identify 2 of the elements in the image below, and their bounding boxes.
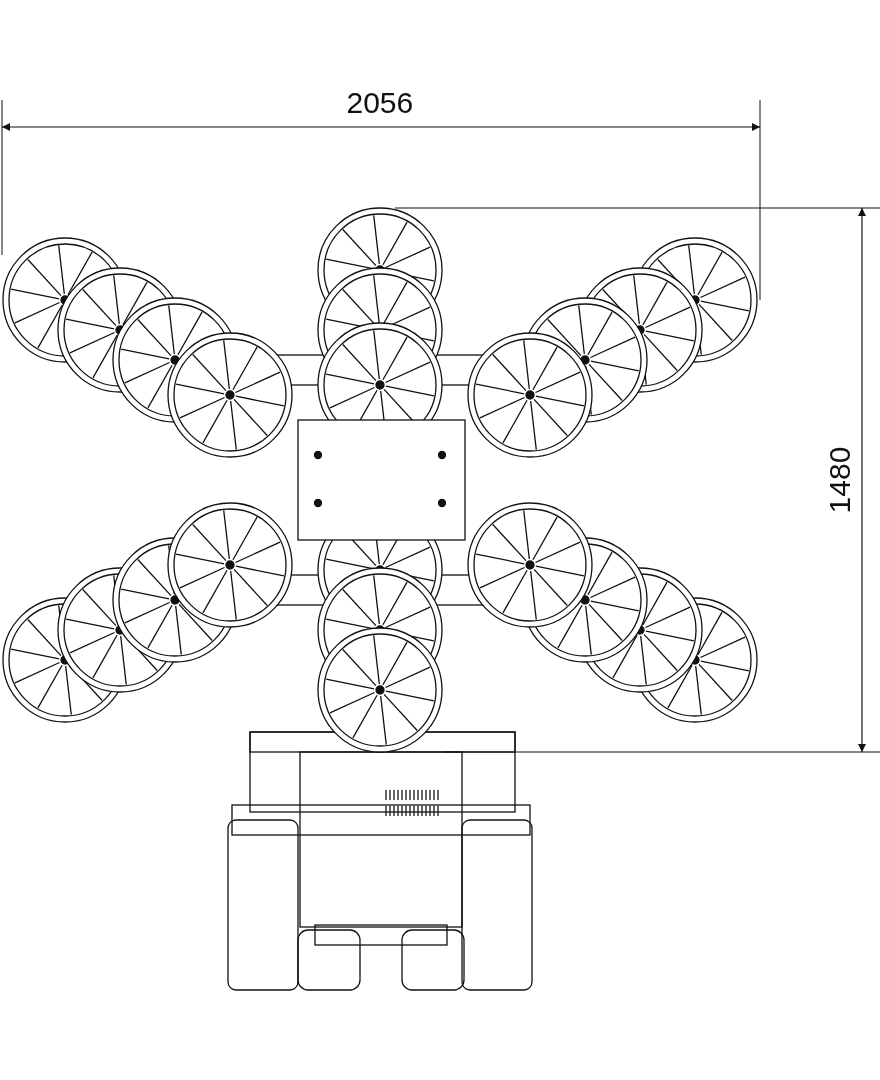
dimension-value: 1480	[824, 446, 855, 514]
dimension-value: 2056	[346, 88, 414, 118]
